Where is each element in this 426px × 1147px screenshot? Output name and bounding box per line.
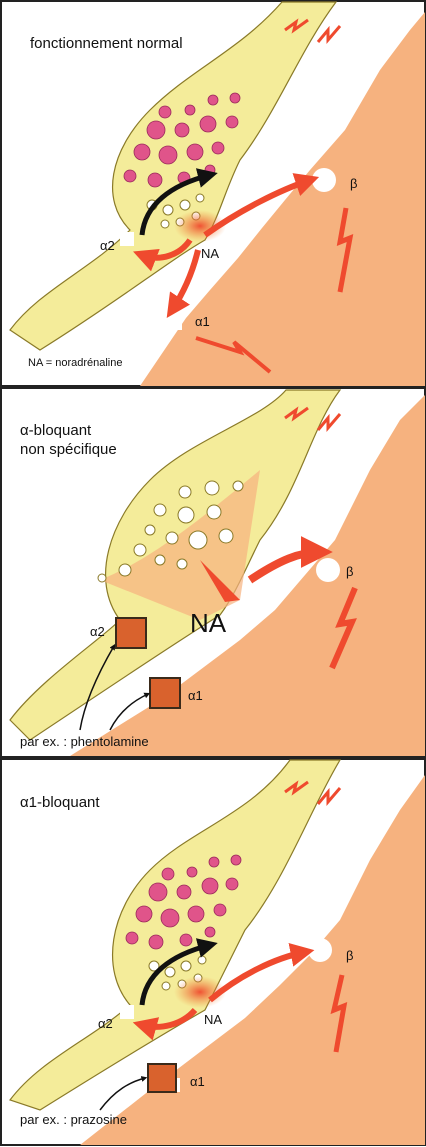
alpha2-label: α2: [98, 1016, 113, 1031]
panel-subtitle: non spécifique: [20, 441, 117, 458]
alpha2-label: α2: [90, 624, 105, 639]
example-text: par ex. : prazosine: [20, 1112, 127, 1127]
alpha2-label: α2: [100, 238, 115, 253]
beta-label: β: [350, 176, 357, 191]
example-text: par ex. : phentolamine: [20, 734, 149, 749]
panel-normal: fonctionnement normal NA α2 α1 β NA = no…: [1, 1, 425, 386]
panel-title: fonctionnement normal: [30, 35, 183, 52]
alpha1-blocker: [150, 678, 180, 708]
beta-label: β: [346, 948, 353, 963]
beta-label: β: [346, 564, 353, 579]
alpha1-blocker: [148, 1064, 176, 1092]
panel-title: α1-bloquant: [20, 794, 100, 811]
alpha1-label: α1: [195, 314, 210, 329]
alpha1-receptor: [166, 316, 182, 330]
panel-nonspecific: α-bloquant non spécifique NA α2 α1 β par…: [1, 388, 425, 757]
legend-text: NA = noradrénaline: [28, 357, 122, 369]
alpha2-blocker: [116, 618, 146, 648]
panel-alpha1: α1-bloquant NA α2 α1 β par ex. : prazosi…: [1, 759, 425, 1145]
alpha1-label: α1: [190, 1074, 205, 1089]
na-label: NA: [190, 608, 227, 638]
alpha2-receptor: [120, 232, 134, 246]
beta-receptor: [312, 168, 336, 192]
na-label: NA: [204, 1012, 222, 1027]
alpha2-receptor: [120, 1005, 134, 1019]
beta-receptor: [316, 558, 340, 582]
alpha1-label: α1: [188, 688, 203, 703]
panel-title: α-bloquant: [20, 422, 92, 439]
na-label: NA: [201, 246, 219, 261]
beta-receptor: [308, 938, 332, 962]
